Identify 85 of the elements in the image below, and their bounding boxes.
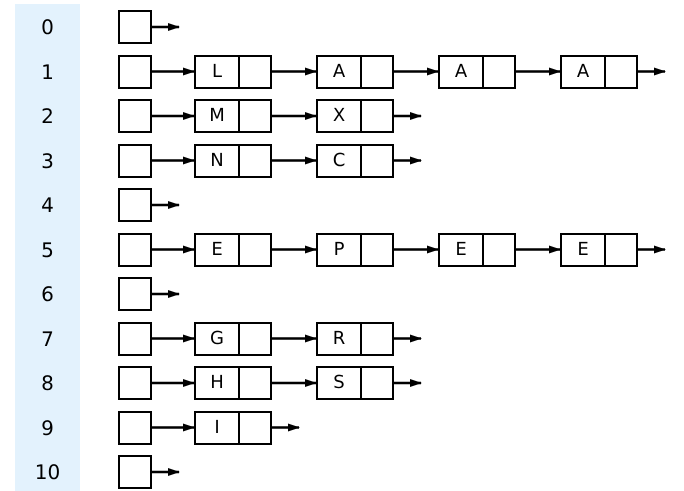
index-number: 1 (40, 60, 55, 84)
index-number: 8 (40, 371, 55, 395)
list-node (560, 54, 638, 88)
node-key: A (332, 60, 346, 82)
arrow (638, 68, 666, 76)
arrow (152, 112, 195, 120)
arrow (272, 112, 317, 120)
arrow (152, 379, 195, 387)
node-key: R (332, 328, 346, 350)
arrow (272, 156, 317, 164)
list-node (194, 410, 272, 444)
arrow (152, 68, 195, 76)
list-node (438, 54, 516, 88)
list-node (316, 99, 394, 133)
arrow (152, 468, 180, 476)
arrow (394, 246, 439, 254)
arrow (516, 68, 561, 76)
list-node (194, 322, 272, 356)
arrow (394, 379, 422, 387)
arrow (272, 68, 317, 76)
bucket-cell (118, 410, 152, 444)
arrow (638, 246, 666, 254)
arrow (516, 246, 561, 254)
node-key: P (334, 238, 344, 260)
list-node (316, 232, 394, 266)
arrow (394, 156, 422, 164)
arrow (272, 334, 317, 342)
node-key: X (332, 105, 346, 127)
bucket-cell (118, 322, 152, 356)
bucket-cell (118, 188, 152, 222)
bucket-cell (118, 277, 152, 311)
arrow (272, 379, 317, 387)
node-key: E (211, 238, 223, 260)
node-key: S (333, 372, 345, 394)
index-number: 2 (40, 104, 55, 128)
node-key: N (210, 150, 224, 172)
arrow (152, 290, 180, 298)
list-node (194, 99, 272, 133)
index-number: 5 (40, 238, 55, 262)
arrow (152, 246, 195, 254)
list-node (316, 54, 394, 88)
list-node (316, 366, 394, 400)
bucket-cell (118, 10, 152, 44)
list-node (194, 232, 272, 266)
arrow (394, 112, 422, 120)
arrow (152, 156, 195, 164)
bucket-cell (118, 144, 152, 178)
node-key: H (210, 372, 224, 394)
list-node (438, 232, 516, 266)
list-node (316, 144, 394, 178)
list-node (194, 366, 272, 400)
bucket-cell (118, 54, 152, 88)
arrow (272, 246, 317, 254)
node-key: I (214, 416, 220, 438)
arrow (394, 334, 422, 342)
bucket-cell (118, 232, 152, 266)
node-key: A (454, 60, 468, 82)
arrow (152, 201, 180, 209)
node-key: M (209, 105, 225, 127)
index-number: 7 (40, 326, 55, 350)
index-column (15, 4, 80, 491)
index-number: 6 (40, 282, 55, 306)
list-node (560, 232, 638, 266)
arrow (152, 424, 195, 432)
node-key: A (576, 60, 590, 82)
node-key: L (212, 60, 222, 82)
bucket-cell (118, 99, 152, 133)
node-key: G (210, 328, 224, 350)
index-number: 0 (40, 15, 55, 39)
node-key: E (577, 238, 589, 260)
index-number: 4 (40, 193, 55, 217)
arrow (152, 23, 180, 31)
arrow (394, 68, 439, 76)
index-number: 3 (40, 148, 55, 172)
index-number: 9 (40, 416, 55, 440)
arrow (152, 334, 195, 342)
node-key: E (455, 238, 467, 260)
list-node (194, 54, 272, 88)
index-number: 10 (34, 460, 62, 484)
bucket-cell (118, 455, 152, 489)
bucket-cell (118, 366, 152, 400)
node-key: C (332, 150, 346, 172)
list-node (316, 322, 394, 356)
list-node (194, 144, 272, 178)
arrow (272, 424, 300, 432)
